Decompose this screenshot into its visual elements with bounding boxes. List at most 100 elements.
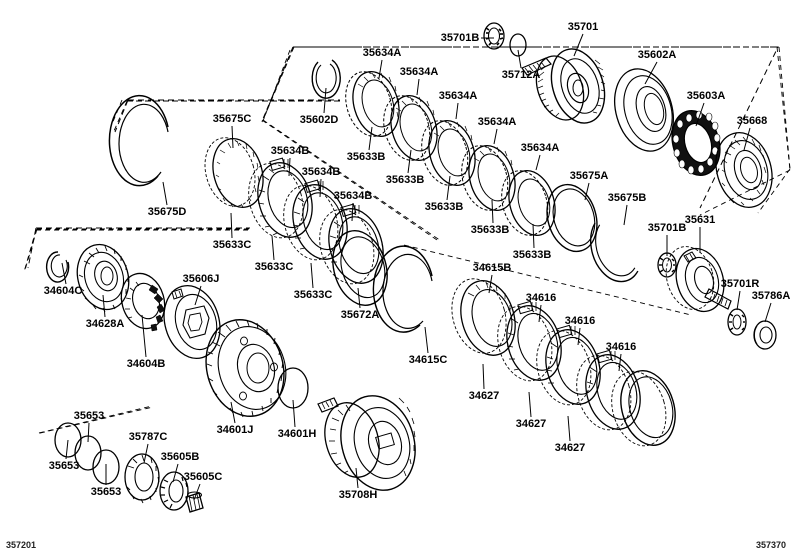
part-35708H-drum (317, 395, 416, 491)
part-label-35633B[interactable]: 35633B (424, 201, 464, 213)
part-35606J-carrier (163, 285, 221, 359)
leader-line (695, 102, 705, 127)
leader-line (319, 178, 322, 198)
part-label-34604C[interactable]: 34604C (43, 285, 83, 297)
part-label-35606J[interactable]: 35606J (182, 273, 220, 285)
part-label-35708H[interactable]: 35708H (338, 489, 378, 501)
part-label-35787C[interactable]: 35787C (128, 431, 168, 443)
part-label-34628A[interactable]: 34628A (85, 318, 125, 330)
part-label-35634A[interactable]: 35634A (438, 90, 478, 102)
part-label-35701[interactable]: 35701 (567, 21, 599, 33)
part-label-35634A[interactable]: 35634A (477, 116, 517, 128)
part-35675A-ring (546, 183, 598, 253)
part-label-35633C[interactable]: 35633C (254, 261, 294, 273)
part-label-35634A[interactable]: 35634A (520, 142, 560, 154)
leader-line (488, 274, 493, 294)
part-34604B-thrust-washer (120, 272, 166, 332)
leader-line (567, 415, 571, 442)
part-label-35634A[interactable]: 35634A (399, 66, 439, 78)
part-35701B-bearing-top (483, 22, 505, 50)
diagram-id-left: 357201 (6, 540, 37, 550)
part-label-35633B[interactable]: 35633B (346, 151, 386, 163)
part-label-34615B[interactable]: 34615B (472, 262, 512, 274)
part-35701R-bearing (727, 308, 747, 336)
part-label-35605C[interactable]: 35605C (183, 471, 223, 483)
part-label-35672A[interactable]: 35672A (340, 309, 380, 321)
part-35712A-snap-ring (509, 33, 527, 57)
leader-line (482, 363, 485, 390)
part-35672A-ring (332, 230, 388, 306)
part-35701-clutch-drum (521, 48, 606, 124)
part-label-35634A[interactable]: 35634A (362, 47, 402, 59)
part-label-35634B[interactable]: 35634B (270, 145, 310, 157)
leader-line (230, 401, 236, 424)
part-label-34601H[interactable]: 34601H (277, 428, 317, 440)
leader-line (87, 422, 90, 443)
part-35787C-bushing (124, 453, 160, 504)
boundary-lines (24, 46, 791, 434)
part-label-35602A[interactable]: 35602A (637, 49, 677, 61)
disc-stack-35634B-35633C (248, 157, 388, 306)
part-label-35653[interactable]: 35653 (90, 486, 122, 498)
leader-line (368, 126, 373, 151)
part-label-35701R[interactable]: 35701R (720, 278, 760, 290)
part-label-35633B[interactable]: 35633B (470, 224, 510, 236)
part-label-34616[interactable]: 34616 (605, 341, 637, 353)
part-label-34627[interactable]: 34627 (468, 390, 500, 402)
leader-line (764, 302, 772, 323)
part-label-35631[interactable]: 35631 (684, 214, 716, 226)
part-label-35712A[interactable]: 35712A (501, 69, 541, 81)
part-label-35633B[interactable]: 35633B (512, 249, 552, 261)
part-label-34627[interactable]: 34627 (515, 418, 547, 430)
part-label-35603A[interactable]: 35603A (686, 90, 726, 102)
leader-line (736, 290, 741, 311)
leader-line (493, 128, 498, 145)
part-label-35605B[interactable]: 35605B (160, 451, 200, 463)
part-label-35634B[interactable]: 35634B (301, 166, 341, 178)
part-label-34616[interactable]: 34616 (525, 292, 557, 304)
part-label-34615C[interactable]: 34615C (408, 354, 448, 366)
part-label-35653[interactable]: 35653 (73, 410, 105, 422)
part-label-35668[interactable]: 35668 (736, 115, 768, 127)
leader-line (407, 149, 412, 174)
part-label-35675B[interactable]: 35675B (607, 192, 647, 204)
leader-line (573, 33, 584, 57)
part-label-35675D[interactable]: 35675D (147, 206, 187, 218)
part-label-35602D[interactable]: 35602D (299, 114, 339, 126)
part-34615B-disc (451, 278, 516, 356)
part-34604C-snap-ring (45, 251, 70, 283)
part-label-34601J[interactable]: 34601J (216, 424, 254, 436)
leader-line (292, 399, 296, 428)
leader-line (194, 285, 202, 306)
part-35602D-snap-ring (311, 59, 341, 99)
part-label-35701B[interactable]: 35701B (647, 222, 687, 234)
leader-line (355, 467, 359, 489)
leader-line (172, 463, 179, 483)
part-35602A-plate (614, 68, 674, 152)
part-label-35633C[interactable]: 35633C (293, 289, 333, 301)
part-label-35675A[interactable]: 35675A (569, 170, 609, 182)
part-label-34627[interactable]: 34627 (554, 442, 586, 454)
part-label-35633B[interactable]: 35633B (385, 174, 425, 186)
leader-line (618, 353, 622, 372)
part-label-34616[interactable]: 34616 (564, 315, 596, 327)
part-34616-last-ring (611, 370, 676, 447)
part-35668-hub (715, 132, 773, 208)
part-label-35653[interactable]: 35653 (48, 460, 80, 472)
part-35653-oring-2 (54, 422, 82, 458)
part-label-34604B[interactable]: 34604B (126, 358, 166, 370)
leader-line (455, 102, 459, 120)
part-label-35701B[interactable]: 35701B (440, 32, 480, 44)
leader-line (528, 391, 532, 418)
leader-line (416, 78, 420, 96)
part-34628A-planetary-gear (76, 243, 130, 313)
part-label-35634B[interactable]: 35634B (333, 190, 373, 202)
part-label-35786A[interactable]: 35786A (751, 290, 791, 302)
part-label-35675C[interactable]: 35675C (212, 113, 252, 125)
leader-line (644, 61, 658, 85)
part-35786A-seal (753, 320, 777, 350)
leader-line (424, 326, 429, 354)
part-label-35633C[interactable]: 35633C (212, 239, 252, 251)
